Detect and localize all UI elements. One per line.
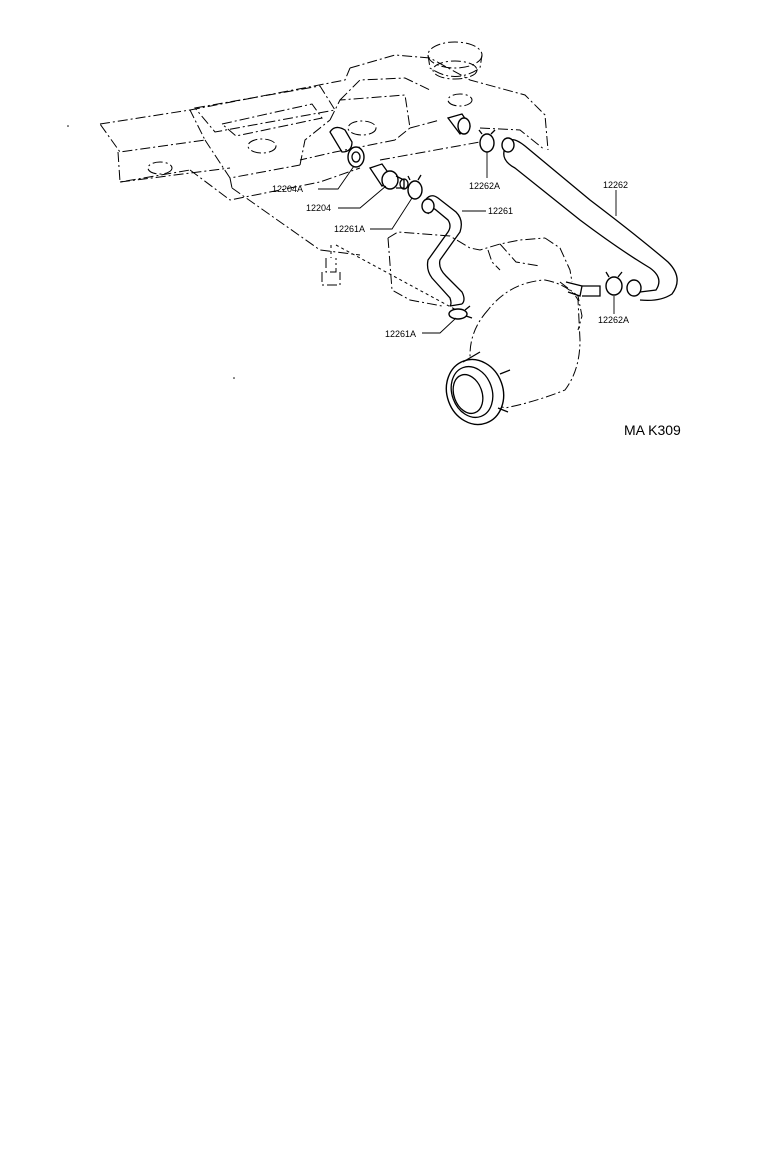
speck [233,377,235,379]
oil-filler-cap [427,41,483,80]
stud-fitting [321,244,461,313]
part-label-12262a-upper: 12262A [469,181,500,191]
figure-code: MA K309 [624,422,681,438]
cylinder-head-cover-outline [99,54,549,256]
hose-clip-12262A-upper [478,129,496,153]
part-label-12261: 12261 [488,206,513,216]
speck [67,125,69,127]
leader-lines [318,152,617,334]
breather-nipple [565,281,601,297]
part-label-12262a-lower: 12262A [598,315,629,325]
ventilation-hose-12261 [421,195,465,307]
hose-clip-12261A-upper [407,174,423,200]
hose-clip-12262A-lower [605,271,623,296]
hose-clip-12261A-lower [448,305,473,320]
part-label-12261a-upper: 12261A [334,224,365,234]
pcv-valve [368,163,409,190]
breather-hose-12262 [446,113,678,302]
part-label-12204: 12204 [306,203,331,213]
part-label-12204a: 12204A [272,184,303,194]
air-duct-inlet [445,351,511,426]
part-label-12262: 12262 [603,180,628,190]
part-label-12261a-lower: 12261A [385,329,416,339]
pcv-grommet [329,126,365,168]
